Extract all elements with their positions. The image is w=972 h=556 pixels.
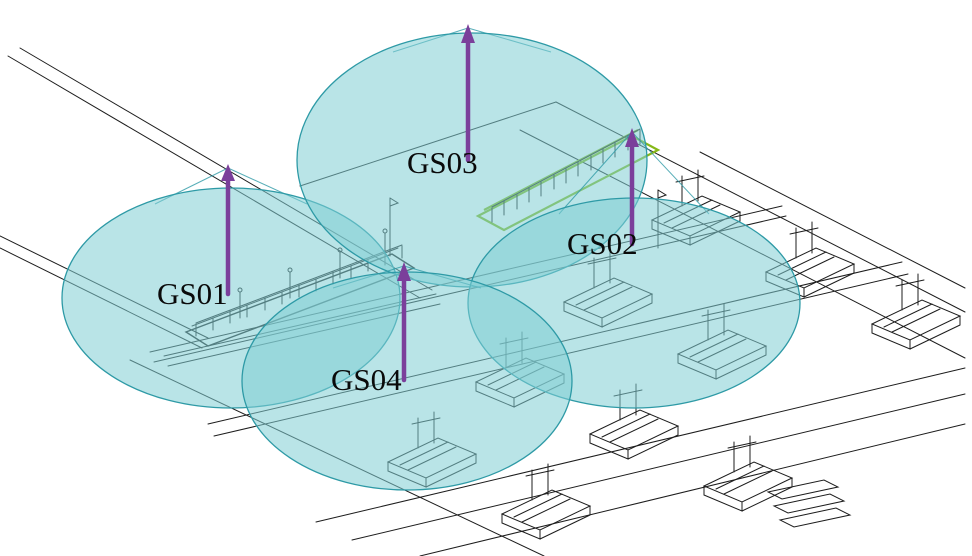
antenna-gs04 <box>397 262 411 383</box>
antenna-gs01 <box>221 164 235 297</box>
antenna-gs03 <box>461 24 475 163</box>
antennas <box>221 24 639 383</box>
station-label-gs01: GS01 <box>157 276 228 311</box>
station-label-gs04: GS04 <box>331 362 402 397</box>
station-label-gs03: GS03 <box>407 145 478 180</box>
antenna-arrowhead-gs01 <box>221 164 235 181</box>
coverage-areas <box>61 27 801 491</box>
antenna-arrowhead-gs03 <box>461 24 475 43</box>
antenna-gs02 <box>625 128 639 247</box>
antenna-arrowhead-gs04 <box>397 262 411 281</box>
pallet-stack <box>766 479 852 528</box>
station-label-gs02: GS02 <box>567 226 638 261</box>
antenna-arrowhead-gs02 <box>625 128 639 147</box>
station-labels: GS01 GS02 GS03 GS04 <box>157 145 638 397</box>
